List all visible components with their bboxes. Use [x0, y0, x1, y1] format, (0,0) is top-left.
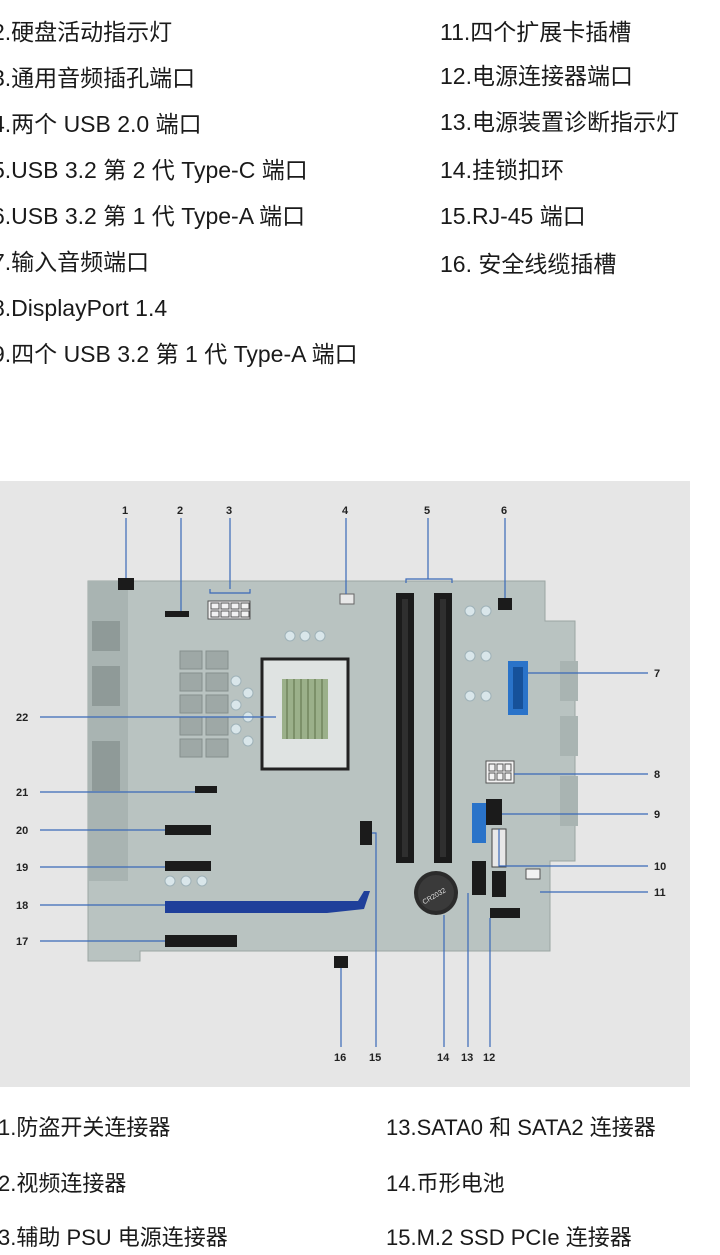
callout-12: 12 — [483, 1052, 495, 1064]
cpu-power-connector — [485, 760, 515, 784]
callout-1: 1 — [122, 505, 128, 517]
list-item-8: 8.DisplayPort 1.4 — [0, 295, 168, 321]
pcie-x4-slot — [165, 935, 237, 947]
list-item-6: 6.USB 3.2 第 1 代 Type-A 端口 — [0, 203, 306, 229]
sata0-connector — [472, 803, 486, 843]
list-item-4: 4.两个 USB 2.0 端口 — [0, 111, 202, 137]
list-item-15: 15.RJ-45 端口 — [440, 203, 586, 229]
callout-13: 13 — [461, 1052, 473, 1064]
m2-connector-12 — [490, 908, 520, 918]
connector-11 — [525, 868, 541, 880]
list-item-14: 14.挂锁扣环 — [440, 157, 564, 183]
list-item-7: 7.输入音频端口 — [0, 249, 150, 275]
video-connector — [165, 611, 189, 617]
callout-numbers: 1 2 3 4 5 6 7 8 9 10 11 22 21 20 19 18 1… — [16, 505, 666, 1064]
callout-22: 22 — [16, 712, 28, 724]
callout-3: 3 — [226, 505, 232, 517]
connector-9 — [486, 799, 502, 825]
bottom-list-item-14: 14.币形电池 — [386, 1171, 505, 1196]
vrm-chokes — [179, 650, 229, 758]
bottom-list-item-15: 15.M.2 SSD PCIe 连接器 — [386, 1225, 632, 1250]
callout-5: 5 — [424, 505, 430, 517]
list-item-3: 3.通用音频插孔端口 — [0, 65, 196, 91]
m2-ssd-pcie-connector — [360, 821, 372, 845]
bottom-list-item-13: 13.SATA0 和 SATA2 连接器 — [386, 1115, 656, 1140]
callout-15: 15 — [369, 1052, 381, 1064]
callout-19: 19 — [16, 862, 28, 874]
callout-20: 20 — [16, 825, 28, 837]
callout-14: 14 — [437, 1052, 450, 1064]
callout-6: 6 — [501, 505, 507, 517]
connector-21 — [195, 786, 217, 793]
pcie-x1-slot-19 — [165, 861, 211, 871]
callout-9: 9 — [654, 809, 660, 821]
callout-11: 11 — [654, 887, 666, 899]
callout-10: 10 — [654, 861, 666, 873]
callout-2: 2 — [177, 505, 183, 517]
aux-psu-power-connector — [207, 600, 251, 620]
pcie-x16-slot — [165, 901, 327, 913]
list-item-11: 11.四个扩展卡插槽 — [440, 19, 632, 45]
connector-4 — [339, 593, 355, 605]
list-item-9: 9.四个 USB 3.2 第 1 代 Type-A 端口 — [0, 341, 358, 367]
connector-6 — [498, 598, 512, 610]
list-item-12: 12.电源连接器端口 — [440, 63, 633, 89]
motherboard-diagram: CR2032 — [0, 481, 690, 1087]
bottom-list-item-3: 3.辅助 PSU 电源连接器 — [0, 1225, 228, 1250]
callout-7: 7 — [654, 668, 660, 680]
callout-8: 8 — [654, 769, 660, 781]
sata2-connector — [472, 861, 486, 895]
callout-4: 4 — [342, 505, 349, 517]
sata-connector-b — [492, 871, 506, 897]
list-item-13: 13.电源装置诊断指示灯 — [440, 109, 679, 135]
callout-16: 16 — [334, 1052, 346, 1064]
list-item-2: 2.硬盘活动指示灯 — [0, 19, 173, 45]
pcie-x1-slot-20 — [165, 825, 211, 835]
bottom-list-item-2: 2.视频连接器 — [0, 1171, 127, 1196]
leader-lines — [40, 518, 648, 1047]
list-item-5: 5.USB 3.2 第 2 代 Type-C 端口 — [0, 157, 308, 183]
intrusion-switch-connector — [118, 578, 134, 590]
callout-18: 18 — [16, 900, 28, 912]
connector-16 — [334, 956, 348, 968]
callout-17: 17 — [16, 936, 28, 948]
callout-21: 21 — [16, 787, 28, 799]
bottom-list-item-1: 1.防盗开关连接器 — [0, 1115, 171, 1140]
list-item-16: 16. 安全线缆插槽 — [440, 251, 617, 277]
